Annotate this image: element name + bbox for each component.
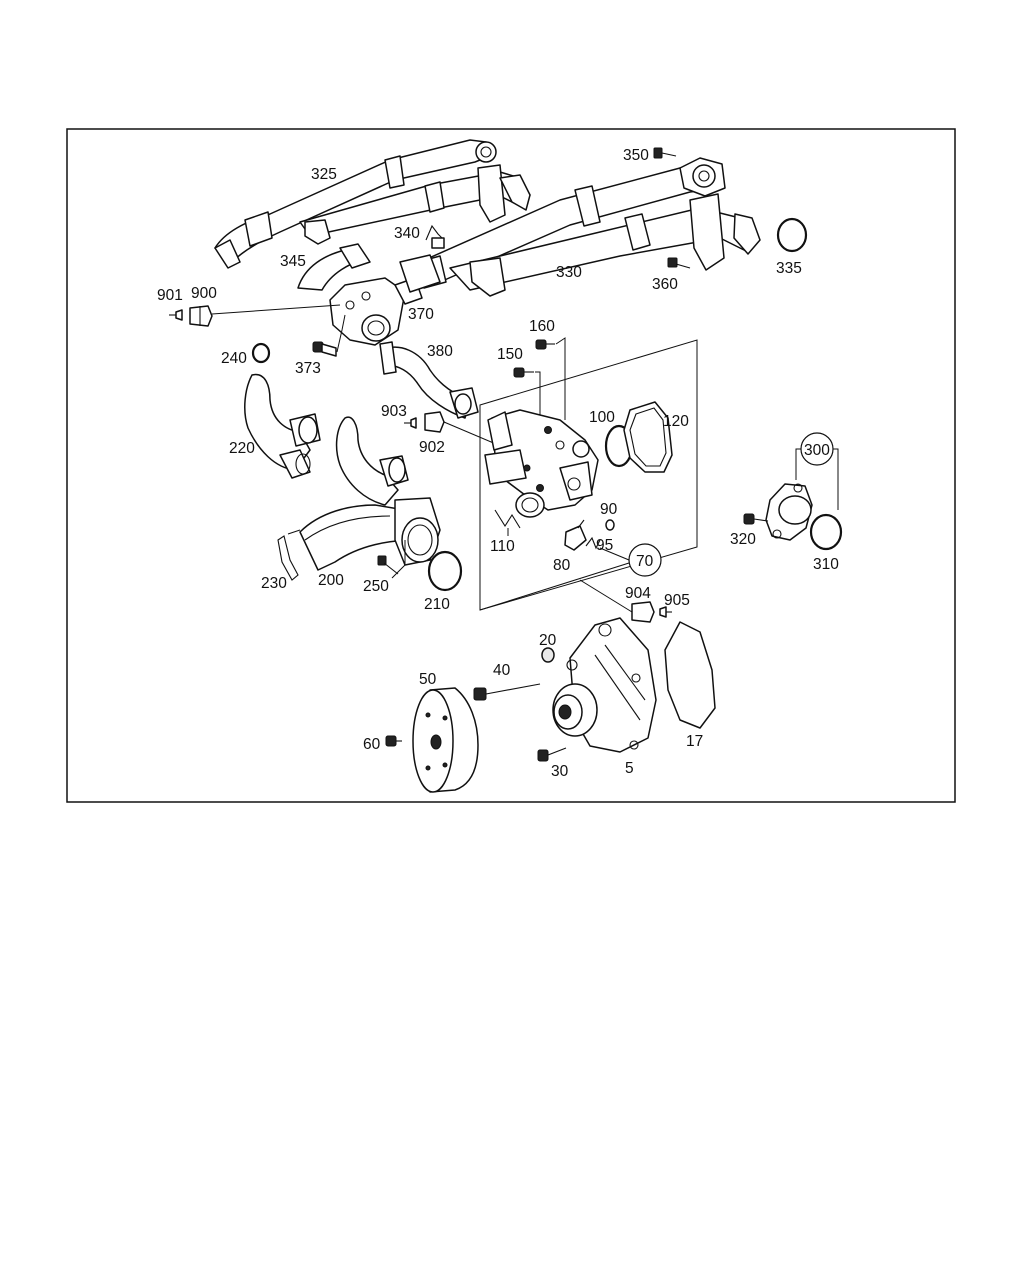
callout-220: 220: [229, 440, 255, 457]
callout-17: 17: [686, 733, 703, 750]
coolant-pipe-200: [299, 416, 441, 571]
assembly-outline: [479, 339, 698, 611]
callout-30: 30: [551, 763, 569, 780]
callout-370: 370: [408, 306, 434, 323]
callout-360: 360: [652, 276, 678, 293]
gasket-17: [664, 621, 716, 729]
clip-903: [404, 417, 417, 429]
clip-901: [169, 309, 183, 321]
callout-20: 20: [539, 632, 557, 649]
bolt-40: [473, 683, 541, 701]
hose-380: [379, 341, 479, 419]
callout-60: 60: [363, 736, 381, 753]
bolt-373: [312, 341, 337, 357]
plug-20: [541, 647, 555, 663]
callout-95: 95: [596, 537, 613, 554]
clip-340: [425, 224, 445, 241]
callout-250: 250: [363, 578, 389, 595]
callout-120: 120: [663, 413, 689, 430]
pulley-50: [412, 687, 479, 793]
callout-70: 70: [636, 553, 654, 570]
bolt-360: [667, 257, 691, 269]
callout-50: 50: [419, 671, 437, 688]
callout-380: 380: [427, 343, 453, 360]
seal-ring-335: [776, 217, 808, 253]
callout-240: 240: [221, 350, 247, 367]
sensor-902: [424, 411, 445, 433]
sensor-80: [564, 519, 587, 551]
callout-150: 150: [497, 346, 523, 363]
clip-340-body: [431, 237, 445, 249]
coolant-pipe-325: [214, 139, 531, 269]
hose-345: [297, 243, 371, 291]
callout-330: 330: [556, 264, 582, 281]
water-pump-5: [552, 617, 657, 753]
bolt-60: [385, 735, 402, 747]
callout-200: 200: [318, 572, 344, 589]
sensor-904: [631, 601, 655, 623]
thermostat-housing-370: [329, 254, 441, 346]
callout-335: 335: [776, 260, 802, 277]
diagram-frame: [66, 128, 956, 803]
callout-373: 373: [295, 360, 321, 377]
seal-90: [605, 519, 615, 531]
callout-100: 100: [589, 409, 615, 426]
callout-903: 903: [381, 403, 407, 420]
bolt-30: [537, 747, 567, 762]
callout-340: 340: [394, 225, 420, 242]
bolt-250: [377, 555, 399, 575]
callout-904: 904: [625, 585, 651, 602]
hose-220: [244, 373, 321, 479]
bolt-150: [513, 367, 534, 378]
clip-905: [659, 606, 672, 618]
callout-345: 345: [280, 253, 306, 270]
pump-housing-assembly: [484, 409, 599, 518]
callout-325: 325: [311, 166, 337, 183]
callout-160: 160: [529, 318, 555, 335]
clip-110: [494, 509, 521, 529]
callout-80: 80: [553, 557, 571, 574]
sensor-900: [189, 305, 213, 327]
callout-40: 40: [493, 662, 511, 679]
callout-900: 900: [191, 285, 217, 302]
callout-350: 350: [623, 147, 649, 164]
callout-901: 901: [157, 287, 183, 304]
seal-ring-310: [809, 513, 843, 551]
callout-902: 902: [419, 439, 445, 456]
callout-110: 110: [490, 538, 515, 555]
callout-320: 320: [730, 531, 756, 548]
bolt-320: [743, 513, 769, 525]
callout-905: 905: [664, 592, 690, 609]
bolt-160: [535, 339, 555, 350]
callout-210: 210: [424, 596, 450, 613]
coolant-pipe-330: [417, 157, 761, 297]
callout-90: 90: [600, 501, 618, 518]
seal-ring-210: [427, 550, 463, 592]
callout-300: 300: [804, 442, 830, 459]
callout-230: 230: [261, 575, 287, 592]
callout-310: 310: [813, 556, 839, 573]
bolt-350: [653, 147, 677, 159]
clip-230: [277, 535, 299, 581]
thermostat-cover: [765, 483, 813, 541]
hose-clamp-240: [251, 342, 271, 364]
callout-5: 5: [625, 760, 634, 777]
clip-95: [585, 536, 601, 550]
